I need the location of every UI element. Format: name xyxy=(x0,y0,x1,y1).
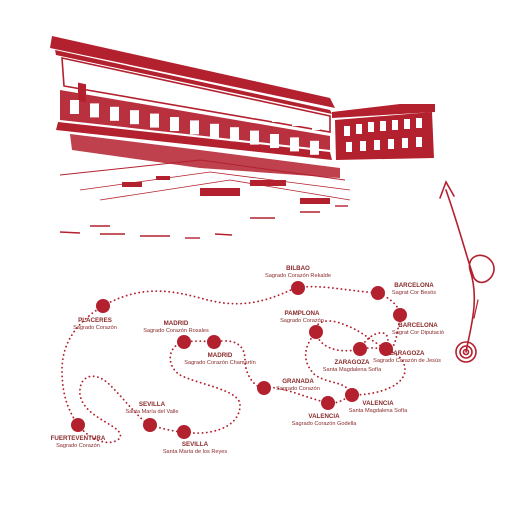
colonnade-arch xyxy=(90,103,99,118)
upper-windows xyxy=(72,68,320,130)
location-school: Santa María de los Reyes xyxy=(163,449,228,455)
location-school: Sagrado Corazón xyxy=(56,443,100,449)
upper-window xyxy=(212,96,220,110)
location-city: PLACERES xyxy=(78,317,112,324)
location-marker xyxy=(207,335,221,349)
colonnade-arch xyxy=(150,113,159,128)
location-city: BARCELONA xyxy=(394,282,434,289)
location-marker xyxy=(371,286,385,300)
location-school: Santa Magdalena Sofía xyxy=(349,408,408,414)
location-city: ZARAGOZA xyxy=(389,350,425,357)
location-school: Sagrat Cor Diputació xyxy=(392,330,444,336)
location-school: Sagrado Corazón xyxy=(276,386,320,392)
upper-window xyxy=(172,88,180,102)
location-school: Santa Magdalena Sofía xyxy=(323,367,382,373)
upper-window xyxy=(292,112,300,126)
location-city: ZARAGOZA xyxy=(334,359,370,366)
colonnade-arch xyxy=(310,140,319,155)
location-school: Sagrado Corazón Rekalde xyxy=(265,273,331,279)
location-city: SEVILLA xyxy=(182,441,209,448)
upper-window xyxy=(72,68,80,82)
location-marker xyxy=(345,388,359,402)
colonnade-arch xyxy=(170,117,179,131)
upper-window xyxy=(152,84,160,98)
upper-window xyxy=(232,100,240,114)
upper-window xyxy=(252,104,260,118)
location-marker xyxy=(96,299,110,313)
colonnade-arch xyxy=(130,110,139,125)
location-city: MADRID xyxy=(208,352,233,359)
colonnade-arch xyxy=(210,123,219,138)
location-city: PAMPLONA xyxy=(285,310,320,317)
location-marker xyxy=(143,418,157,432)
colonnade-arch xyxy=(250,130,259,145)
colonnade-arch xyxy=(290,137,299,152)
location-school: Sagrat Cor Besós xyxy=(392,290,436,296)
colonnade-arch xyxy=(70,100,79,114)
location-marker xyxy=(71,418,85,432)
upper-window xyxy=(192,92,200,106)
location-school: Sagrado Corazón Rosales xyxy=(143,328,209,334)
location-school: Santa María del Valle xyxy=(125,409,178,415)
location-city: BARCELONA xyxy=(398,322,438,329)
upper-window xyxy=(112,76,120,90)
school-building-icon xyxy=(50,36,435,239)
location-marker xyxy=(257,381,271,395)
location-marker xyxy=(177,335,191,349)
location-city: VALENCIA xyxy=(362,400,394,407)
location-school: Sagrado Corazón de Jesús xyxy=(373,358,441,364)
upper-window xyxy=(92,72,100,86)
colonnade-arch xyxy=(190,120,199,135)
colonnade-arch xyxy=(110,106,119,121)
location-marker xyxy=(321,396,335,410)
location-marker xyxy=(353,342,367,356)
upper-window xyxy=(132,80,140,94)
spiral-arrow-icon xyxy=(439,180,495,363)
location-city: GRANADA xyxy=(282,378,314,385)
location-school: Sagrado Corazón Chamartín xyxy=(184,360,256,366)
location-school: Sagrado Corazón Godella xyxy=(292,421,358,427)
location-marker xyxy=(291,281,305,295)
upper-window xyxy=(272,108,280,122)
location-marker xyxy=(309,325,323,339)
location-marker xyxy=(393,308,407,322)
location-school: Sagrado Corazón xyxy=(280,318,324,324)
location-marker xyxy=(177,425,191,439)
location-city: BILBAO xyxy=(286,265,310,272)
location-school: Sagrado Corazón xyxy=(73,325,117,331)
location-city: FUERTEVENTURA xyxy=(51,435,106,442)
location-city: MADRID xyxy=(164,320,189,327)
location-city: VALENCIA xyxy=(308,413,340,420)
location-city: SEVILLA xyxy=(139,401,166,408)
colonnade-arch xyxy=(230,127,239,142)
upper-window xyxy=(312,116,320,130)
colonnade-arches xyxy=(70,100,319,155)
colonnade-arch xyxy=(270,134,279,148)
location-marker xyxy=(379,342,393,356)
